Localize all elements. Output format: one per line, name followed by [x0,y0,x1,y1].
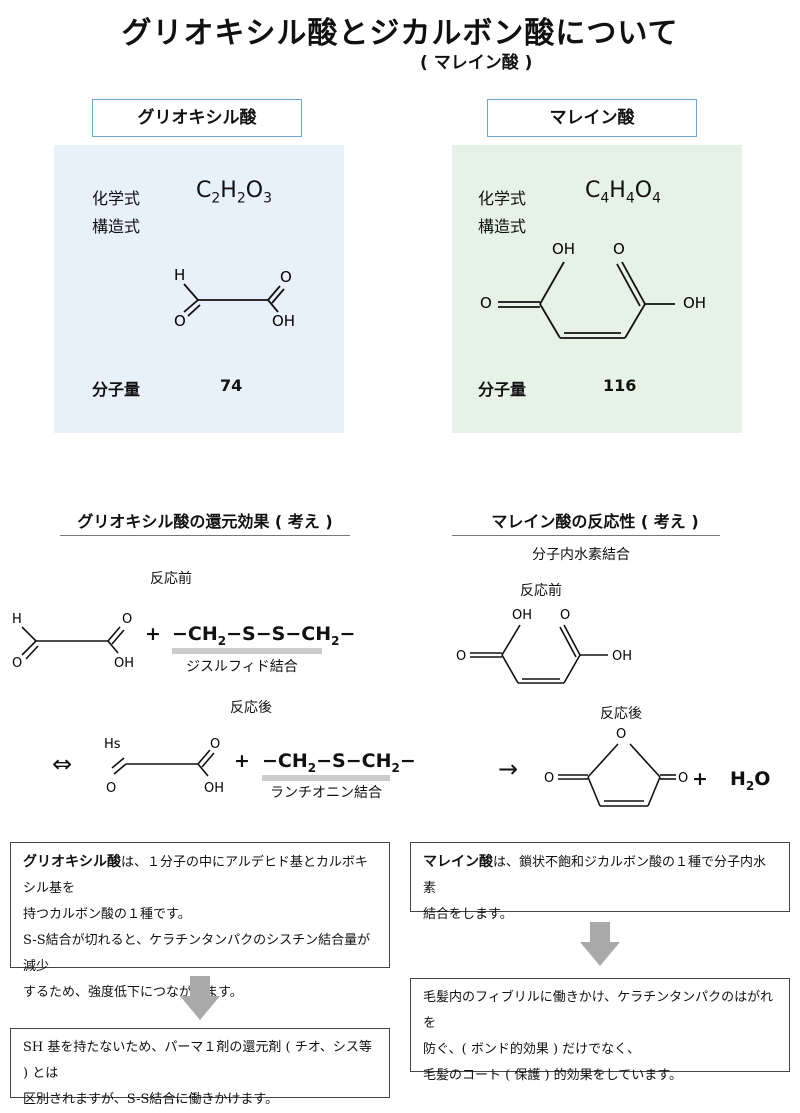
o-atom: O [480,294,492,312]
glyoxylic-before-structure: H O O OH [12,612,134,671]
page-subtitle: ( マレイン酸 ) [420,53,533,73]
o-atom: O [210,737,220,752]
ring-o-atom: O [616,727,626,742]
o-atom: O [174,312,186,330]
glyoxylic-formula: C2H2O3 [196,178,273,207]
glyoxylic-section-title: グリオキシル酸の還元効果 ( 考え ) [77,512,333,531]
glyoxylic-formula-label: 化学式 [92,189,141,208]
o-atom: O [280,268,292,286]
disulfide-bond-formula: −CH2−S−S−CH2− [172,623,356,648]
after-label: 反応後 [600,706,642,722]
glyoxylic-bold-term: グリオキシル酸 [23,854,121,870]
maleic-effect-box: 毛髪内のフィブリルに働きかけ、ケラチンタンパクのはがれを 防ぐ、( ボンド的効果… [410,978,790,1083]
glyoxylic-structure-label: 構造式 [92,217,141,236]
glyoxylic-panel [54,145,344,433]
o-atom: O [122,612,132,627]
lanthionine-caption: ランチオニン結合 [270,785,382,801]
glyoxylic-note-box: SH 基を持たないため、パーマ１剤の還元剤 ( チオ、シス等 ) とは 区別され… [10,1028,390,1107]
page-title: グリオキシル酸とジカルボン酸について [121,16,679,51]
maleic-bold-term: マレイン酸 [423,854,493,870]
equilibrium-arrow-icon: ⇔ [52,750,73,778]
water-product: + [692,768,708,790]
plus-sign: + [145,623,161,645]
hs-group: Hs [104,737,121,752]
maleic-anhydride-structure: O O O [544,727,688,807]
maleic-section-rule [452,535,720,536]
glyoxylic-structure: H O O OH [174,266,295,330]
glyoxylic-mw-value: 74 [220,376,243,395]
glyoxylic-description-box: グリオキシル酸は、１分子の中にアルデヒド基とカルボキシル基を 持つカルボン酸の１… [10,842,390,1000]
o-atom: O [560,608,570,623]
before-label: 反応前 [150,571,192,587]
disulfide-underbar [172,648,322,654]
maleic-formula: C4H4O4 [585,178,662,207]
o-atom: O [106,781,116,796]
o-atom: O [456,649,466,664]
maleic-box-title: マレイン酸 [487,99,697,137]
glyoxylic-section-rule [60,535,350,536]
glyoxylic-after-structure: Hs O O OH [104,737,224,796]
oh-group: OH [114,656,134,671]
o-atom: O [544,771,554,786]
glyoxylic-mw-label: 分子量 [92,380,141,399]
h-atom: H [12,612,22,627]
maleic-description-box: マレイン酸は、鎖状不飽和ジカルボン酸の１種で分子内水素 結合をします。 [410,842,790,922]
o-atom: O [12,656,22,671]
o-atom: O [678,771,688,786]
before-label: 反応前 [520,583,562,599]
maleic-formula-label: 化学式 [478,189,527,208]
maleic-mw-label: 分子量 [478,380,527,399]
glyoxylic-box-title: グリオキシル酸 [92,99,302,137]
lanthionine-underbar [262,775,390,781]
h-atom: H [174,266,185,284]
down-arrow-icon [580,922,620,966]
intramolecular-hbond-label: 分子内水素結合 [532,547,630,563]
maleic-section-title: マレイン酸の反応性 ( 考え ) [491,512,699,531]
oh-group: OH [204,781,224,796]
maleic-panel [452,145,742,433]
oh-group: OH [512,608,532,623]
oh-group: OH [612,649,632,664]
plus-sign: + [234,750,250,772]
maleic-structure-label: 構造式 [478,217,527,236]
reaction-arrow-icon: → [498,755,519,783]
lanthionine-bond-formula: −CH2−S−CH2− [262,750,416,775]
after-label: 反応後 [230,700,272,716]
maleic-mw-value: 116 [603,376,637,395]
maleic-before-structure: OH O O OH [456,608,632,684]
o-atom: O [613,240,625,258]
maleic-structure: OH O O OH [480,240,706,339]
oh-group: OH [683,294,706,312]
down-arrow-icon [180,976,220,1020]
water-formula: H2O [730,768,771,793]
oh-group: OH [272,312,295,330]
oh-group: OH [552,240,575,258]
disulfide-caption: ジスルフィド結合 [186,659,298,675]
